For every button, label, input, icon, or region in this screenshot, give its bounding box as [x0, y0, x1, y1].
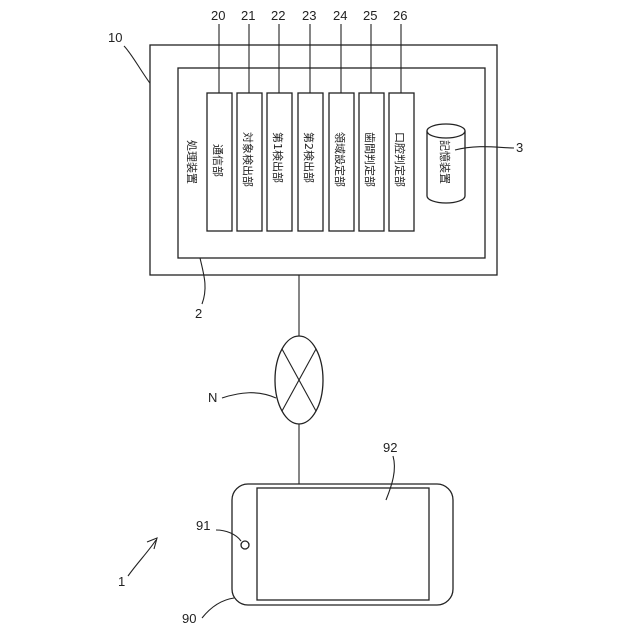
unit-23-name: 第2検出部: [302, 132, 316, 183]
processing-ref-label: 2: [195, 306, 202, 321]
system-arrow-shaft: [128, 540, 156, 576]
unit-22-ref: 22: [271, 8, 285, 23]
unit-24-name: 領域設定部: [333, 132, 347, 187]
processing-title: 処理装置: [185, 140, 198, 184]
display-screen: [257, 488, 429, 600]
storage-title: 記憶装置: [438, 140, 452, 184]
unit-26-name: 口腔判定部: [393, 132, 407, 187]
unit-25-name: 歯間判定部: [363, 132, 377, 187]
system-ref-label: 1: [118, 574, 125, 589]
terminal-ref-label: 90: [182, 611, 196, 626]
terminal-leader: [202, 598, 234, 618]
unit-21: 21 対象検出部: [237, 8, 262, 231]
device-leader: [124, 46, 152, 86]
storage-top: [427, 124, 465, 138]
network-ref-label: N: [208, 390, 217, 405]
storage-cylinder: 記憶装置: [427, 124, 465, 203]
unit-22: 22 第1検出部: [267, 8, 292, 231]
display-ref-label: 92: [383, 440, 397, 455]
unit-26-ref: 26: [393, 8, 407, 23]
unit-20-name: 通信部: [211, 144, 225, 177]
unit-25-ref: 25: [363, 8, 377, 23]
unit-23: 23 第2検出部: [298, 8, 323, 231]
camera-lens: [241, 541, 249, 549]
network-leader: [222, 393, 276, 398]
unit-20: 20 通信部: [207, 8, 232, 231]
unit-26: 26 口腔判定部: [389, 8, 414, 231]
unit-24-ref: 24: [333, 8, 347, 23]
camera-ref-label: 91: [196, 518, 210, 533]
device-ref-label: 10: [108, 30, 122, 45]
unit-25: 25 歯間判定部: [359, 8, 384, 231]
unit-21-ref: 21: [241, 8, 255, 23]
unit-20-ref: 20: [211, 8, 225, 23]
storage-ref-label: 3: [516, 140, 523, 155]
unit-23-ref: 23: [302, 8, 316, 23]
unit-22-name: 第1検出部: [271, 132, 285, 183]
unit-24: 24 領域設定部: [329, 8, 354, 231]
unit-21-name: 対象検出部: [241, 132, 255, 187]
system-arrow-head: [147, 538, 157, 549]
